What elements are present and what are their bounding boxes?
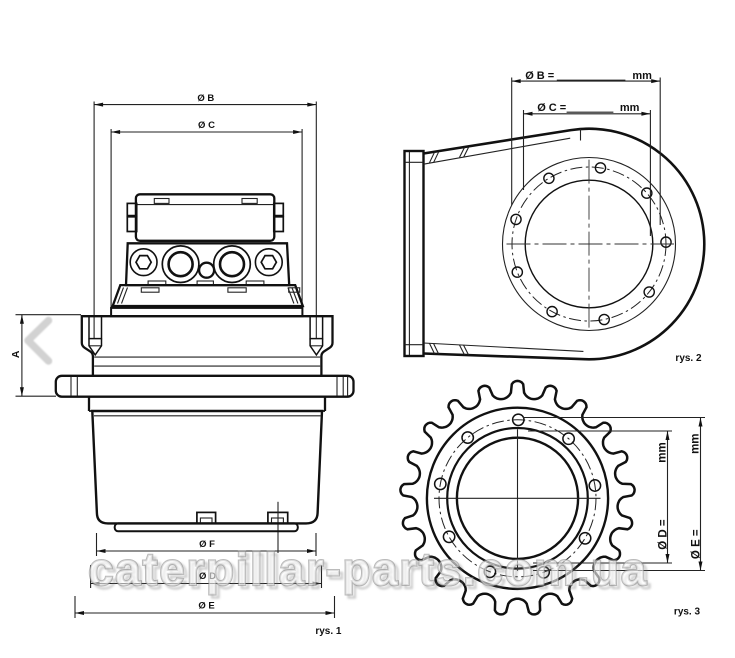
svg-text:Ø B: Ø B (197, 93, 214, 104)
svg-text:caterpillar-parts.com.ua: caterpillar-parts.com.ua (91, 546, 651, 598)
svg-text:mm: mm (690, 433, 702, 453)
svg-text:Ø D: Ø D (199, 571, 216, 582)
svg-text:rys. 1: rys. 1 (315, 626, 342, 637)
svg-text:rys. 3: rys. 3 (674, 607, 701, 618)
svg-text:Ø E: Ø E (198, 601, 214, 612)
svg-text:Ø C: Ø C (198, 120, 215, 131)
svg-text:Ø C =: Ø C = (537, 102, 566, 114)
svg-text:Ø F: Ø F (199, 539, 215, 550)
svg-text:Ø D =: Ø D = (658, 519, 670, 550)
svg-text:Ø B =: Ø B = (525, 70, 554, 82)
svg-text:caterpillar-parts.com.ua: caterpillar-parts.com.ua (88, 543, 648, 595)
svg-text:A: A (10, 350, 22, 358)
svg-text:mm: mm (620, 102, 640, 114)
svg-text:Ø E =: Ø E = (691, 529, 703, 559)
svg-text:mm: mm (657, 442, 669, 462)
svg-text:rys. 2: rys. 2 (675, 353, 702, 364)
svg-text:mm: mm (632, 70, 652, 82)
